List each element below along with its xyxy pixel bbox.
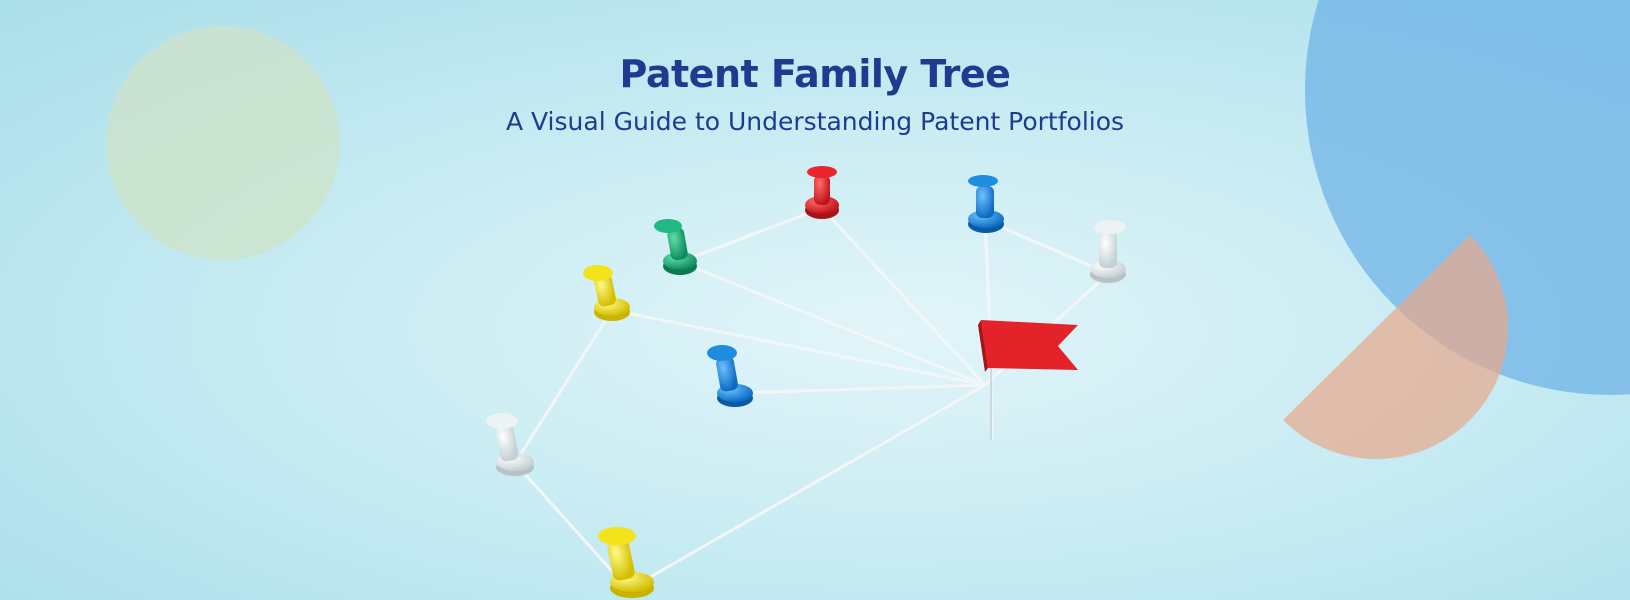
yellow-pushpin-icon — [598, 527, 654, 598]
blue-pushpin-icon — [707, 345, 753, 407]
yellow-pushpin-icon — [583, 265, 630, 321]
red-pushpin-icon — [805, 166, 839, 219]
white-pushpin-icon — [1090, 220, 1126, 283]
string-lines — [515, 208, 1107, 580]
blue-pushpin-icon — [968, 175, 1004, 233]
green-pushpin-icon — [654, 219, 697, 275]
